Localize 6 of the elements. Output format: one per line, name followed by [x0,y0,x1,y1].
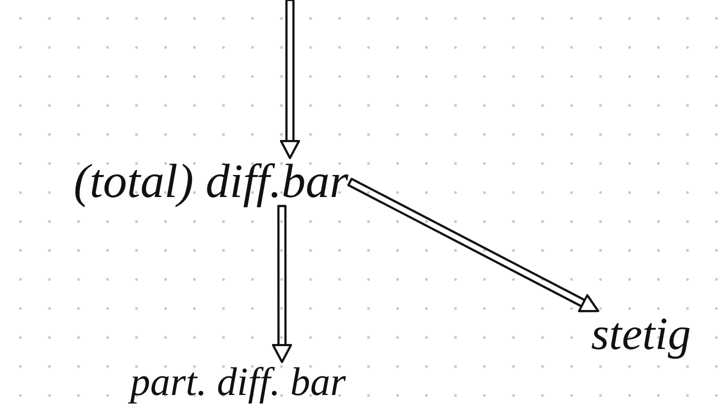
handwritten-text: stetig [590,311,692,357]
handwritten-text: part. diff. bar [128,362,348,402]
handwritten-text: (total) diff.bar [72,158,350,206]
double-arrow [280,0,300,160]
double-arrow [272,204,292,364]
double-arrow [347,178,600,312]
